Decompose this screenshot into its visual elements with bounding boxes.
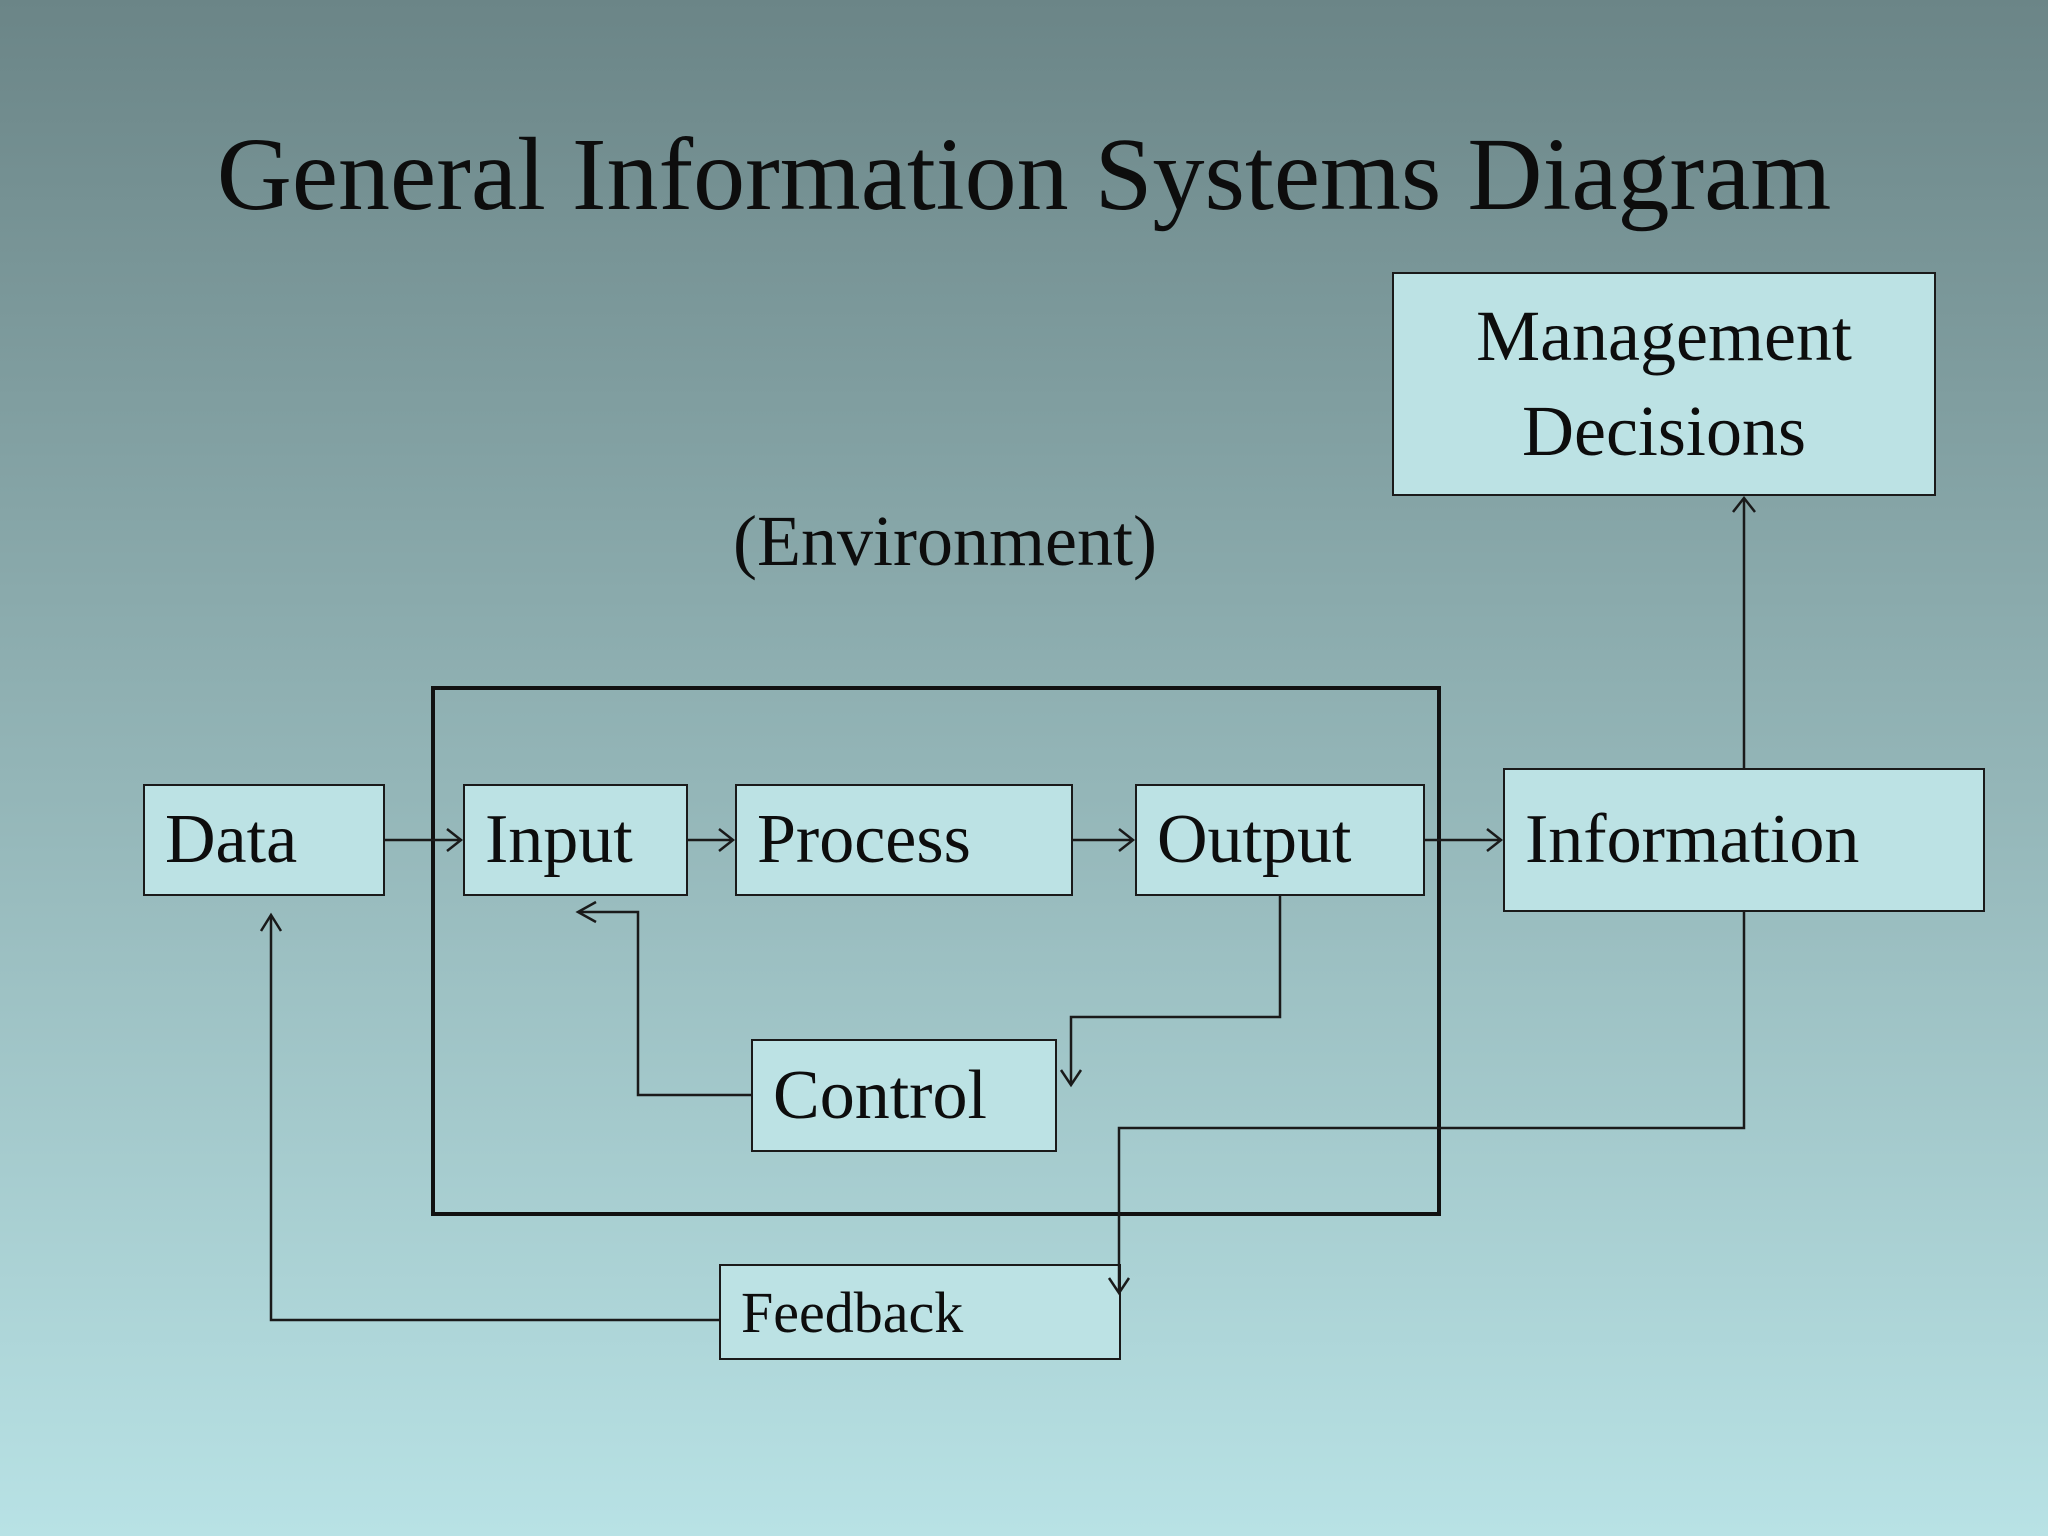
input-label: Input bbox=[485, 801, 633, 878]
arrow-information-to-feedback bbox=[1107, 912, 1746, 1296]
process-box: Process bbox=[735, 784, 1073, 896]
arrow-control-to-input bbox=[575, 900, 751, 1097]
system-boundary bbox=[431, 686, 1441, 1216]
arrow-output-to-information bbox=[1425, 828, 1504, 852]
arrow-input-to-process bbox=[688, 828, 736, 852]
management-decisions-box: Management Decisions bbox=[1392, 272, 1936, 496]
arrow-information-to-management bbox=[1732, 495, 1756, 768]
input-box: Input bbox=[463, 784, 688, 896]
arrow-data-to-input bbox=[385, 828, 464, 852]
data-box: Data bbox=[143, 784, 385, 896]
output-box: Output bbox=[1135, 784, 1425, 896]
feedback-label: Feedback bbox=[741, 1279, 964, 1345]
arrow-process-to-output bbox=[1073, 828, 1136, 852]
process-label: Process bbox=[757, 801, 971, 878]
arrow-feedback-to-data bbox=[259, 912, 719, 1322]
management-decisions-label: Management Decisions bbox=[1476, 296, 1852, 471]
arrow-output-to-control bbox=[1059, 896, 1282, 1088]
information-box: Information bbox=[1503, 768, 1985, 912]
information-label: Information bbox=[1525, 801, 1860, 878]
control-box: Control bbox=[751, 1039, 1057, 1152]
diagram-title: General Information Systems Diagram bbox=[216, 117, 1832, 232]
data-label: Data bbox=[165, 801, 298, 878]
feedback-box: Feedback bbox=[719, 1264, 1121, 1360]
control-label: Control bbox=[773, 1056, 987, 1134]
output-label: Output bbox=[1157, 801, 1352, 878]
environment-label: (Environment) bbox=[733, 501, 1157, 581]
